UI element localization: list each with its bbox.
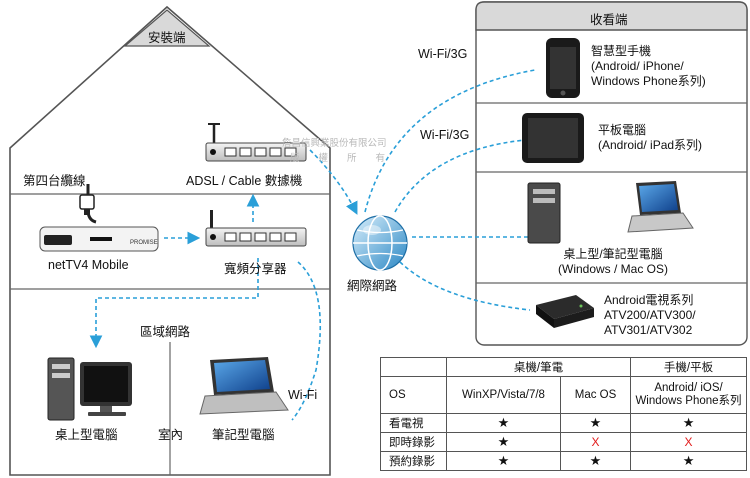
smartphone-label: 智慧型手機 (Android/ iPhone/ Windows Phone系列): [591, 44, 706, 88]
link-internet-tablet: [394, 139, 526, 213]
tablet-icon: [522, 113, 584, 163]
link-router-laptop: [291, 261, 322, 421]
link-modem-internet: [309, 149, 358, 215]
nettv-brand-text: PROMISE: [130, 240, 158, 246]
link-router-desktop: [89, 258, 259, 349]
wifi3g-mid-label: Wi-Fi/3G: [420, 128, 470, 142]
roof-label: 安裝端: [148, 31, 186, 45]
watermark-line1: 詹昌信興業股份有限公司: [282, 138, 387, 149]
tvbox-label: Android電視系列 ATV200/ATV300/ ATV301/ATV302: [604, 293, 696, 337]
internet-label: 網際網路: [347, 279, 398, 293]
adsl-modem-label: ADSL / Cable 數據機: [186, 174, 303, 188]
compatibility-table: 桌機/筆電 手機/平板 OS WinXP/Vista/7/8 Mac OS An…: [380, 357, 748, 471]
table-row: 即時錄影 ★ X X: [380, 432, 748, 452]
indoor-label: 室內: [158, 428, 184, 442]
android-tv-box-icon: [536, 295, 594, 328]
adsl-modem-icon: [205, 123, 307, 162]
globe-icon: [352, 215, 408, 271]
table-os-row: OS WinXP/Vista/7/8 Mac OS Android/ iOS/ …: [380, 376, 748, 414]
router-label: 寬頻分享器: [224, 262, 287, 276]
laptop-label: 筆記型電腦: [212, 428, 275, 442]
smartphone-icon: [546, 38, 580, 98]
viewer-panel-frame: [475, 1, 748, 346]
table-row: 看電視 ★ ★ ★: [380, 413, 748, 433]
dashed-links: [89, 69, 536, 421]
nettv-label: netTV4 Mobile: [48, 258, 129, 272]
watermark-line2: 版 權 所 有: [290, 153, 386, 164]
router-icon: [205, 210, 307, 247]
table-row: 預約錄影 ★ ★ ★: [380, 451, 748, 471]
laptop-icon: [199, 357, 289, 415]
tablet-label: 平板電腦 (Android/ iPad系列): [598, 123, 703, 152]
desktop-label: 桌上型電腦: [55, 428, 118, 442]
viewer-panel-title: 收看端: [590, 13, 628, 27]
wifi-label: Wi-Fi: [288, 388, 318, 402]
roof-label-box: [123, 9, 211, 47]
desktop-pc-icon: [47, 357, 132, 421]
panel-desktop-icon: [527, 181, 694, 244]
nettv-box-icon: PROMISE: [39, 184, 159, 252]
link-internet-phone: [364, 69, 536, 213]
lan-label: 區域網路: [140, 325, 191, 339]
group-header-mobile: 手機/平板: [630, 357, 748, 377]
link-internet-tvbox: [399, 261, 531, 311]
pc-label: 桌上型/筆記型電腦 (Windows / Mac OS): [558, 247, 669, 276]
cable-label: 第四台纜線: [23, 174, 86, 188]
table-group-header-row: 桌機/筆電 手機/平板: [380, 357, 748, 377]
group-header-pc: 桌機/筆電: [445, 357, 632, 377]
wifi3g-top-label: Wi-Fi/3G: [418, 47, 468, 61]
